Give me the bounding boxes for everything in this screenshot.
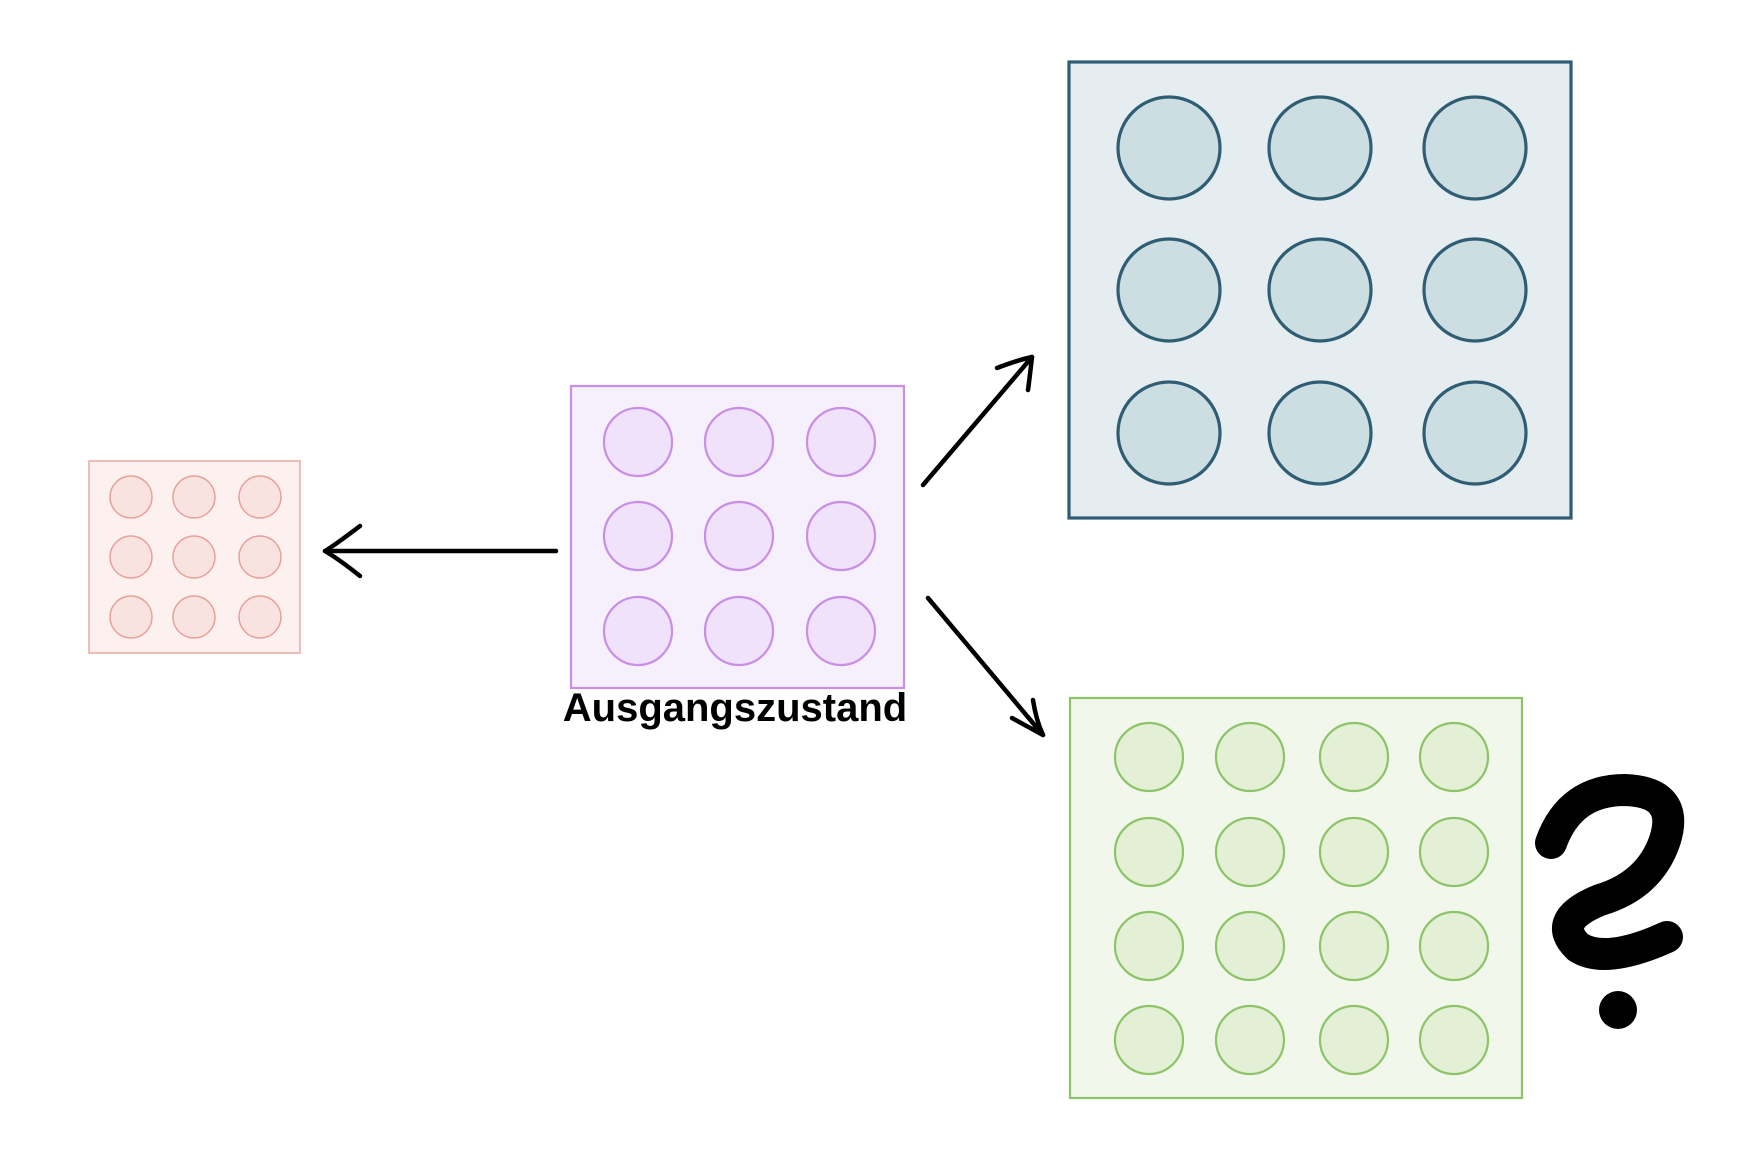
particle-circle [1113, 816, 1185, 888]
smaller-state-panel [88, 460, 301, 654]
particle-circle [172, 475, 216, 519]
particle-circle [109, 475, 153, 519]
particle-circle [1418, 1004, 1490, 1076]
particle-circle [602, 595, 674, 667]
particle-circle [1418, 721, 1490, 793]
particle-circle [1422, 237, 1528, 343]
particle-circle [1422, 380, 1528, 486]
particle-circle [1116, 380, 1222, 486]
particle-circle [109, 535, 153, 579]
particle-circle [703, 500, 775, 572]
particle-circle [1116, 237, 1222, 343]
particle-circle [1113, 1004, 1185, 1076]
particle-circle [602, 500, 674, 572]
particle-circle [1418, 910, 1490, 982]
particle-circle [805, 406, 877, 478]
particle-circle [172, 595, 216, 639]
larger-state-panel [1067, 60, 1573, 520]
particle-circle [1267, 95, 1373, 201]
arrow-to-denser-head [1009, 697, 1046, 738]
particle-circle [703, 406, 775, 478]
particle-circle [1116, 95, 1222, 201]
particle-circle [1318, 1004, 1390, 1076]
particle-circle [238, 475, 282, 519]
particle-circle [602, 406, 674, 478]
particle-circle [1418, 816, 1490, 888]
particle-circle [1267, 380, 1373, 486]
arrow-to-denser [925, 595, 1046, 738]
question-mark-icon [1535, 774, 1685, 1029]
particle-circle [172, 535, 216, 579]
particle-circle [1214, 1004, 1286, 1076]
particle-circle [805, 595, 877, 667]
particle-circle [238, 595, 282, 639]
particle-circle [1318, 816, 1390, 888]
particle-circle [238, 535, 282, 579]
arrow-to-smaller-head [322, 523, 363, 579]
arrow-to-larger [920, 354, 1035, 488]
particle-circle [1267, 237, 1373, 343]
denser-state-panel [1068, 696, 1524, 1100]
particle-circle [1214, 721, 1286, 793]
particle-circle [805, 500, 877, 572]
particle-circle [1113, 721, 1185, 793]
particle-circle [109, 595, 153, 639]
particle-circle [1422, 95, 1528, 201]
particle-circle [703, 595, 775, 667]
particle-circle [1214, 816, 1286, 888]
particle-circle [1214, 910, 1286, 982]
particle-circle [1113, 910, 1185, 982]
particle-circle [1318, 910, 1390, 982]
particle-circle [1318, 721, 1390, 793]
initial-state-panel [569, 384, 906, 690]
arrow-to-larger-head [994, 354, 1035, 393]
initial-state-caption: Ausgangszustand [562, 686, 908, 730]
